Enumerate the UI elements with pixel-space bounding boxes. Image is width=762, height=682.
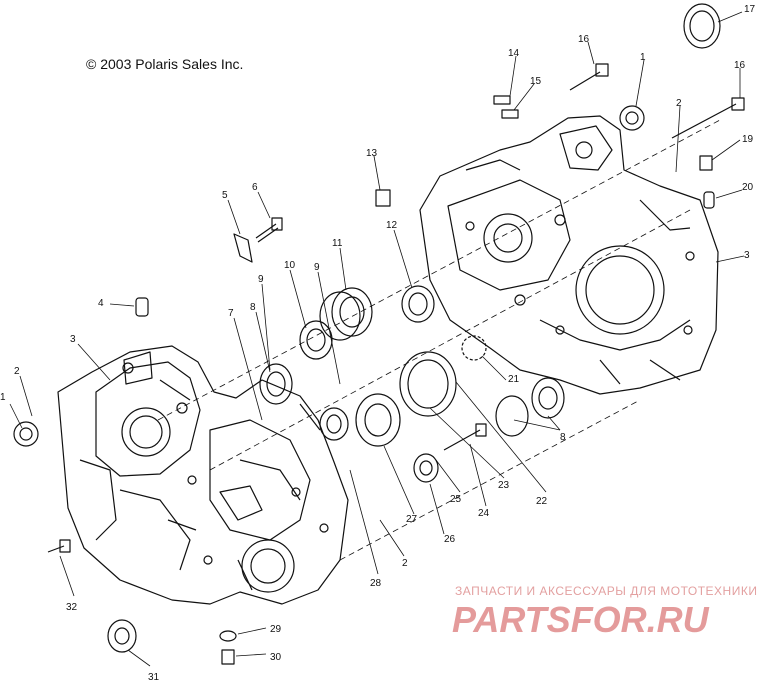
callout-26: 26 xyxy=(444,534,456,545)
bearing-10 xyxy=(299,320,333,360)
callout-1-right: 1 xyxy=(640,52,646,63)
callout-23: 23 xyxy=(498,480,510,491)
callout-13: 13 xyxy=(366,148,378,159)
callout-25: 25 xyxy=(450,494,462,505)
bearing-27 xyxy=(355,393,401,447)
bearing-11 xyxy=(319,287,373,341)
watermark-tagline: ЗАПЧАСТИ И АКСЕССУАРЫ ДЛЯ МОТОТЕХНИКИ xyxy=(455,584,758,598)
seal-26 xyxy=(413,453,439,483)
callout-8-right: 8 xyxy=(560,432,566,443)
callout-4: 4 xyxy=(98,298,104,309)
callout-17: 17 xyxy=(744,4,756,15)
bolt-32 xyxy=(47,539,71,553)
bearing-8b xyxy=(495,377,565,437)
plug-31 xyxy=(107,619,137,653)
seal-22 xyxy=(399,351,457,417)
bolt-16-b xyxy=(671,97,745,139)
callout-27: 27 xyxy=(406,514,418,525)
callout-16-right: 16 xyxy=(734,60,746,71)
callout-21: 21 xyxy=(508,374,520,385)
left-crankcase-half xyxy=(57,345,349,605)
bearing-28 xyxy=(319,407,349,441)
callout-2-left: 2 xyxy=(14,366,20,377)
callout-10: 10 xyxy=(284,260,296,271)
plug-21 xyxy=(461,335,487,361)
callout-labels: 1 2 3 4 5 6 7 8 9 10 9 11 12 13 14 15 16… xyxy=(0,4,756,682)
alignment-lines xyxy=(157,119,721,561)
callout-6: 6 xyxy=(252,182,258,193)
bushing-1-left xyxy=(13,421,39,447)
bushing-1-right xyxy=(619,105,645,131)
right-crankcase-half xyxy=(419,115,719,395)
bolt-24 xyxy=(443,423,487,451)
bolt-6 xyxy=(255,217,283,243)
bearing-12 xyxy=(401,285,435,323)
callout-1-left: 1 xyxy=(0,392,6,403)
bolt-16-a xyxy=(569,63,609,91)
dowel-pin-4 xyxy=(135,297,149,317)
callout-15: 15 xyxy=(530,76,542,87)
callout-29: 29 xyxy=(270,624,282,635)
callout-11: 11 xyxy=(332,238,343,249)
callout-2-bottom: 2 xyxy=(402,558,408,569)
callout-9-left: 9 xyxy=(258,274,264,285)
callout-3-right: 3 xyxy=(744,250,750,261)
callout-20: 20 xyxy=(742,182,754,193)
callout-14: 14 xyxy=(508,48,520,59)
callout-31: 31 xyxy=(148,672,160,682)
callout-3-left: 3 xyxy=(70,334,76,345)
callout-16-top: 16 xyxy=(578,34,590,45)
leader-lines xyxy=(9,11,745,667)
callout-28: 28 xyxy=(370,578,382,589)
callout-2-right-top: 2 xyxy=(676,98,682,109)
callout-5: 5 xyxy=(222,190,228,201)
bearing-8 xyxy=(259,363,293,405)
svg-text:PARTSFOR.RU: PARTSFOR.RU xyxy=(452,600,710,640)
watermark-logo: PARTSFOR.RU xyxy=(452,600,710,640)
parts-29-30 xyxy=(219,630,237,665)
callout-9-right: 9 xyxy=(314,262,320,273)
nut-13 xyxy=(375,189,391,207)
callout-8-left: 8 xyxy=(250,302,256,313)
callout-22: 22 xyxy=(536,496,548,507)
callout-12: 12 xyxy=(386,220,398,231)
callout-24: 24 xyxy=(478,508,490,519)
pins-14-15 xyxy=(493,95,519,119)
copyright-notice: © 2003 Polaris Sales Inc. xyxy=(86,56,244,72)
callout-30: 30 xyxy=(270,652,282,663)
callout-32: 32 xyxy=(66,602,78,613)
dowel-20 xyxy=(703,191,715,209)
callout-7: 7 xyxy=(228,308,234,319)
bracket-5 xyxy=(233,233,253,263)
nut-19 xyxy=(699,155,713,171)
callout-19: 19 xyxy=(742,134,754,145)
seal-17 xyxy=(683,3,721,49)
